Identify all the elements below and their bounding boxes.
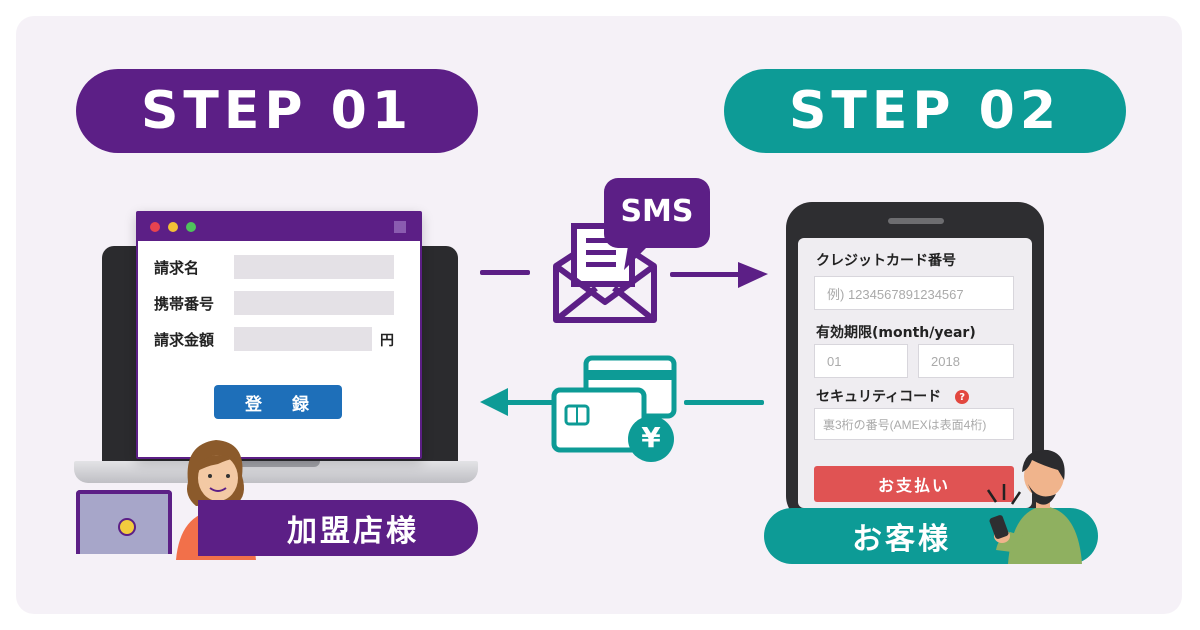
security-code-row: セキュリティコード?: [816, 386, 970, 406]
step-02-badge: STEP 02: [724, 69, 1126, 153]
pay-button[interactable]: お支払い: [814, 466, 1014, 502]
minimize-dot-icon: [168, 222, 178, 232]
expiry-label: 有効期限(month/year): [816, 325, 976, 341]
step-01-badge: STEP 01: [76, 69, 478, 153]
yen-symbol: ¥: [641, 421, 661, 454]
maximize-dot-icon: [186, 222, 196, 232]
sms-bubble-icon: [604, 178, 710, 270]
mobile-number-label: 携帯番号: [154, 295, 215, 313]
billing-amount-label: 請求金額: [154, 331, 215, 349]
register-button[interactable]: 登 録: [214, 385, 342, 419]
arrow-line-1: [480, 270, 530, 275]
card-number-label: クレジットカード番号: [816, 253, 956, 269]
card-number-input[interactable]: 例) 1234567891234567: [814, 276, 1014, 310]
smartphone: クレジットカード番号 例) 1234567891234567 有効期限(mont…: [786, 202, 1044, 522]
merchant-tag: 加盟店様: [198, 500, 478, 556]
arrow-right-icon: [670, 262, 768, 288]
security-code-input[interactable]: 裏3桁の番号(AMEXは表面4桁): [814, 408, 1014, 440]
diagram-panel: STEP 01 STEP 02 請求名 携帯番号 請求金額 円 登 録 加盟店様: [16, 16, 1182, 614]
sms-label: SMS: [620, 194, 694, 229]
phone-speaker: [888, 218, 944, 224]
help-icon[interactable]: ?: [955, 390, 970, 404]
yen-coin-icon: [628, 416, 674, 462]
mini-laptop-icon: [76, 490, 172, 554]
billing-name-input[interactable]: [234, 255, 394, 279]
security-code-label: セキュリティコード: [816, 389, 942, 405]
credit-cards-icon: [551, 355, 677, 453]
billing-name-label: 請求名: [154, 259, 200, 277]
yen-unit-label: 円: [380, 333, 394, 349]
laptop-notch: [236, 461, 320, 467]
arrow-line-2: [684, 400, 764, 405]
laptop-base: [74, 461, 478, 483]
mobile-number-input[interactable]: [234, 291, 394, 315]
window-square-icon: [394, 221, 406, 233]
payment-form-screen: クレジットカード番号 例) 1234567891234567 有効期限(mont…: [798, 238, 1032, 508]
expiry-month-input[interactable]: 01: [814, 344, 908, 378]
merchant-form-window: 請求名 携帯番号 請求金額 円 登 録: [136, 211, 422, 459]
billing-amount-input[interactable]: [234, 327, 372, 351]
close-dot-icon: [150, 222, 160, 232]
customer-man-icon: [986, 449, 1082, 564]
window-titlebar: [138, 213, 420, 241]
expiry-year-input[interactable]: 2018: [918, 344, 1014, 378]
